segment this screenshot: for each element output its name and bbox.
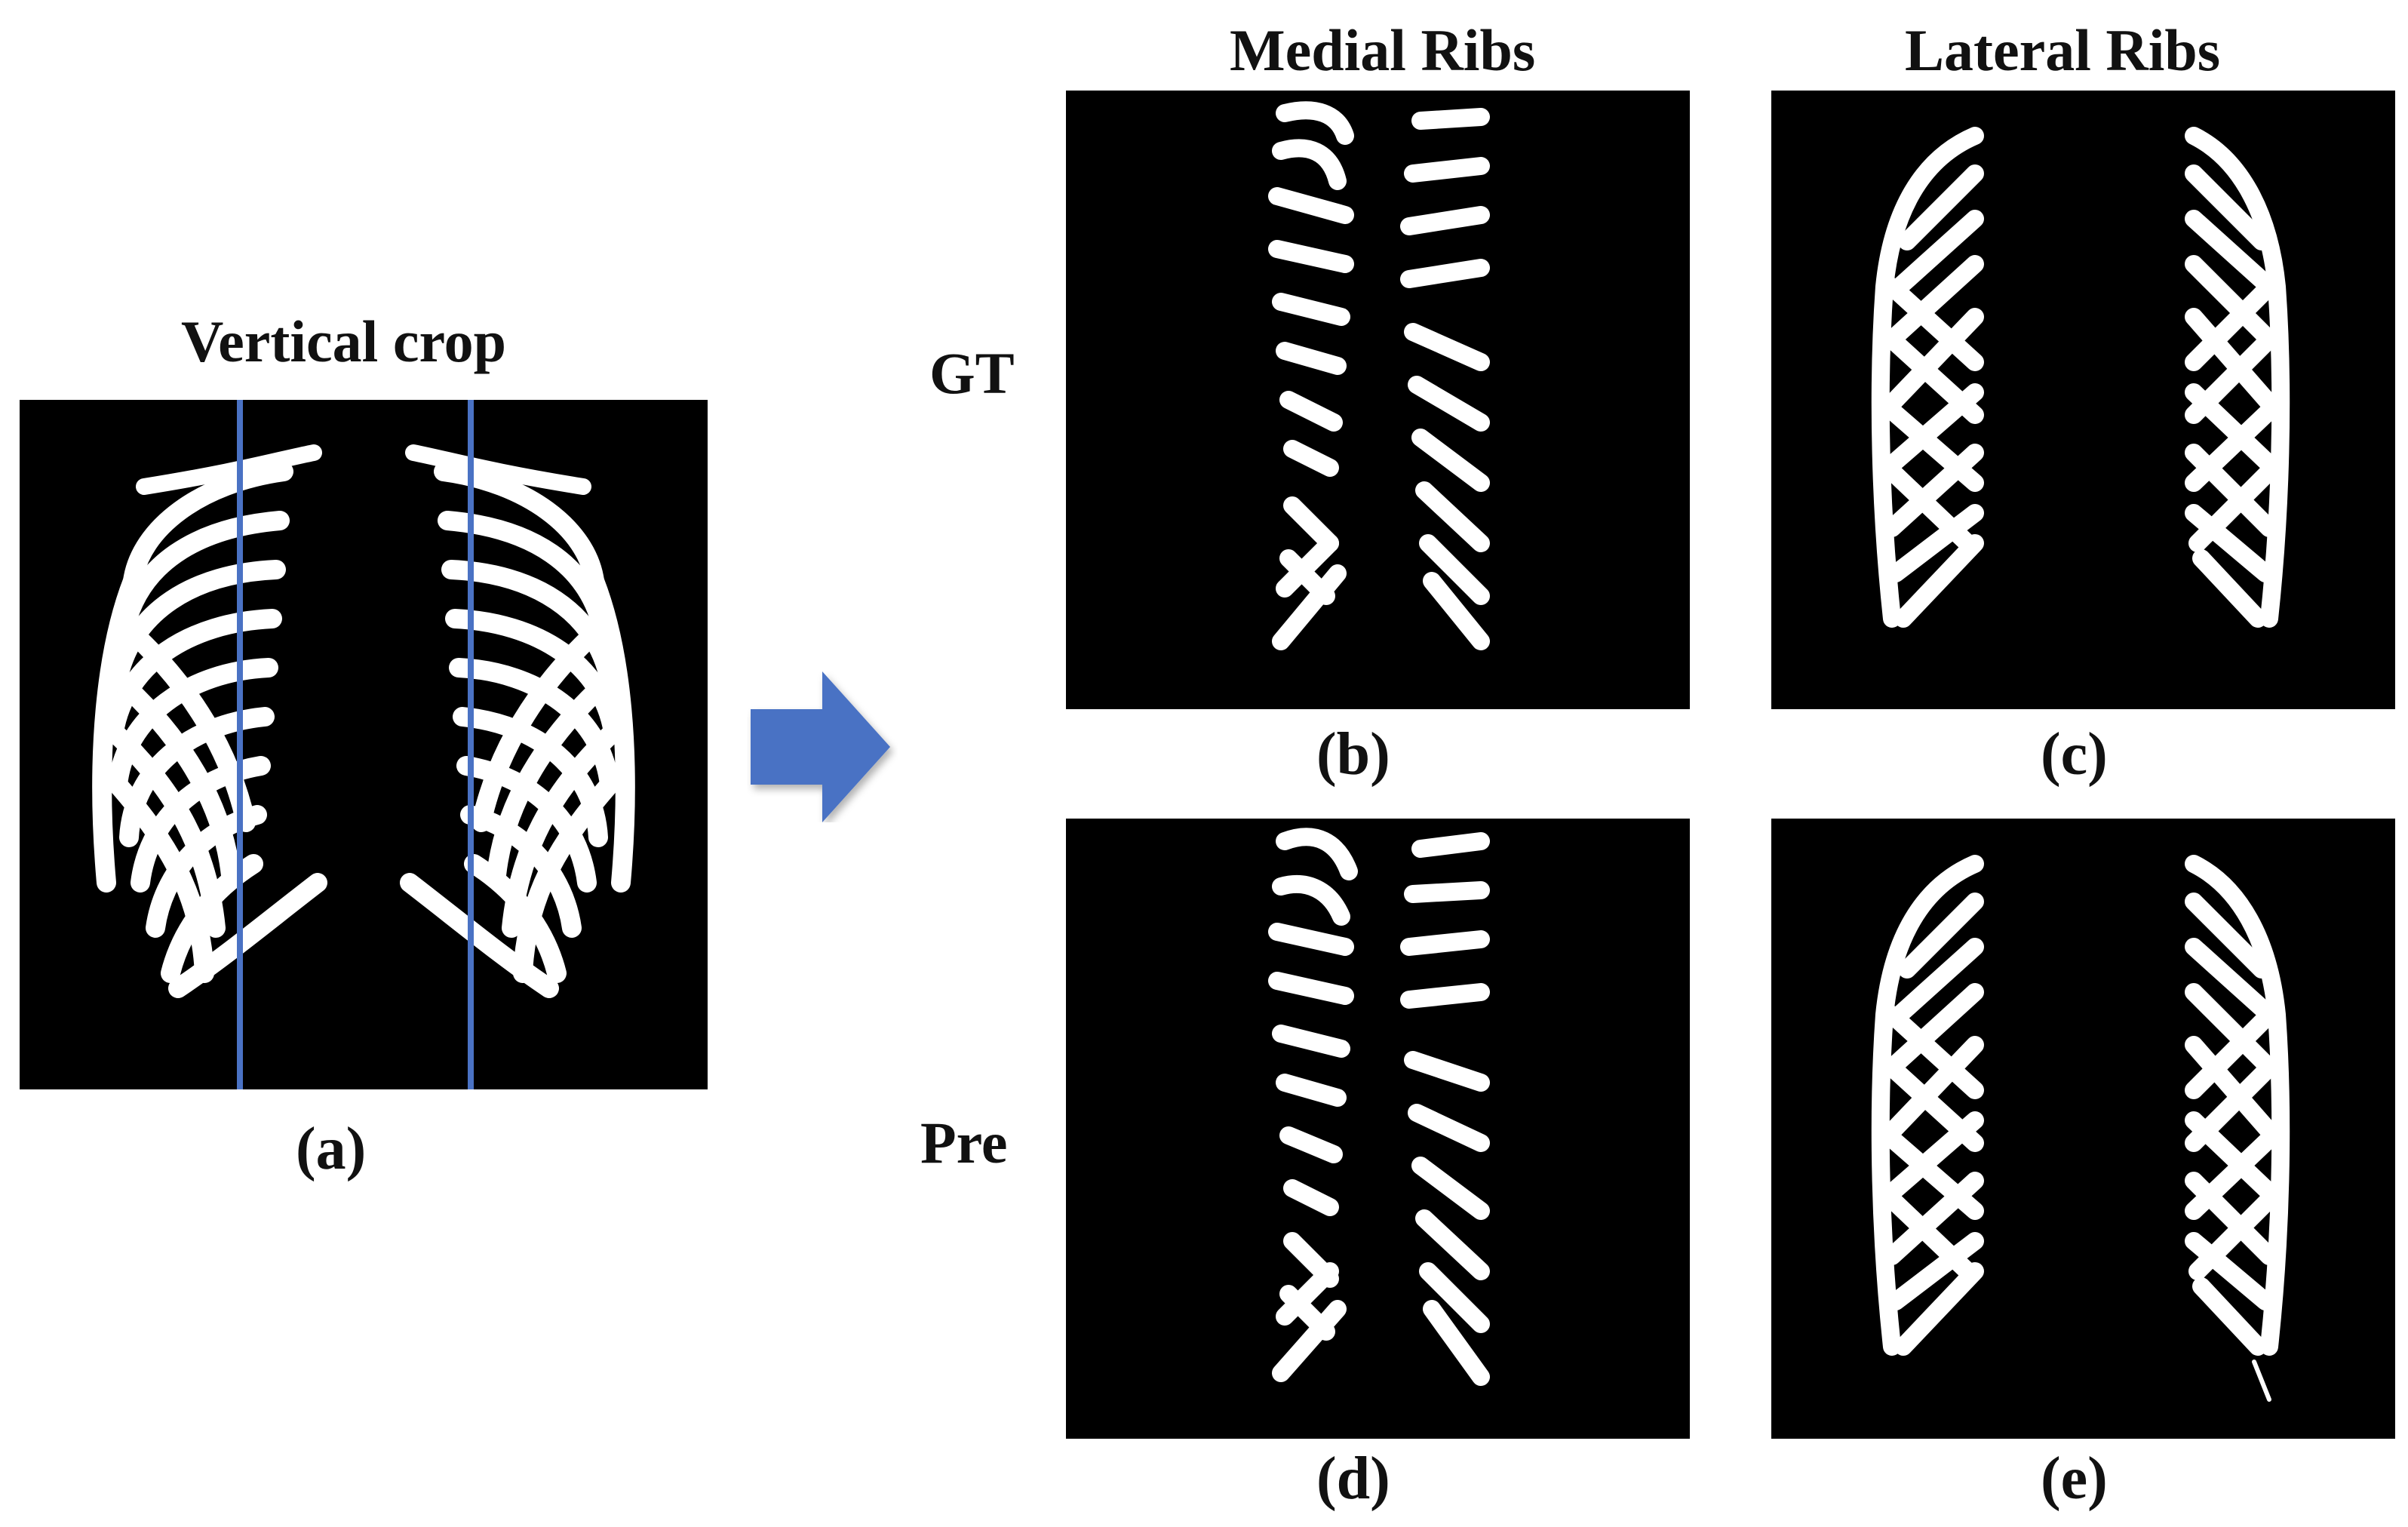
caption-d: (d) [1316,1446,1390,1512]
row-label-pre: Pre [920,1110,1008,1175]
row-label-gt: GT [929,340,1015,406]
caption-e: (e) [2041,1446,2108,1512]
panel-a-image [20,400,708,1089]
caption-b: (b) [1316,721,1390,788]
column-header-lateral: Lateral Ribs [1905,17,2221,83]
crop-lines [237,400,474,1089]
panel-e-image [1771,819,2395,1439]
lateral-ribs-gt [1871,127,2290,628]
lateral-ribs-pre [1871,855,2290,1402]
panel-d-image [1066,819,1690,1439]
column-header-medial: Medial Ribs [1230,17,1536,83]
panel-a-title: Vertical crop [181,309,507,374]
caption-c: (c) [2041,721,2108,788]
medial-ribs-pre [1268,828,1490,1386]
rib-cage-full [20,400,708,1089]
right-arrow-icon [751,671,890,822]
panel-c-image [1771,91,2395,709]
panel-b-image [1066,91,1690,709]
medial-ribs-gt [1268,101,1490,650]
caption-a: (a) [296,1116,367,1182]
